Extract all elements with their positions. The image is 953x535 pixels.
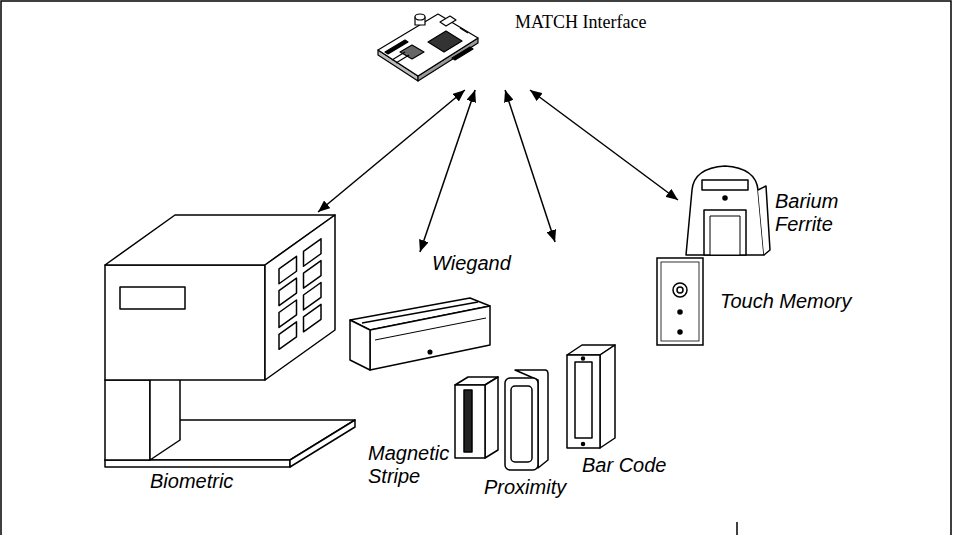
biometric-reader-icon [105, 215, 355, 467]
circuit-board-icon [378, 14, 478, 81]
device-label: Magnetic Stripe [368, 442, 456, 488]
reader-node: Touch Memory [652, 252, 862, 352]
reader-node: Bar Code [560, 342, 672, 484]
device-label: Touch Memory [720, 290, 852, 313]
reader-node: Proximity [480, 242, 575, 508]
reader-node: Magnetic Stripe [366, 372, 502, 500]
keypad-key [279, 322, 297, 349]
reader-node: Biometric [100, 212, 355, 502]
device-label: Proximity [484, 476, 566, 499]
connector-arrow [420, 90, 475, 252]
touch-memory-reader-icon [657, 258, 703, 345]
barium-ferrite-reader-icon [686, 166, 770, 255]
frame-tick [736, 522, 738, 535]
connector-arrow [530, 90, 678, 200]
device-label: Barium Ferrite [775, 190, 847, 236]
keypad-key [304, 304, 322, 331]
board-label: MATCH Interface [515, 12, 646, 33]
proximity-reader-icon [505, 370, 548, 470]
magnetic-stripe-reader-icon [455, 377, 498, 458]
reader-node: Barium Ferrite [678, 160, 851, 260]
reader-node: Wiegand [342, 252, 520, 372]
device-label: Biometric [150, 470, 233, 493]
bar-code-reader-icon [567, 345, 615, 448]
connector-arrow [505, 90, 555, 242]
wiegand-reader-icon [350, 298, 490, 370]
device-label: Bar Code [582, 454, 667, 477]
device-label: Wiegand [432, 252, 511, 275]
interface-board-node: MATCH Interface [365, 8, 665, 90]
connector-arrow [318, 90, 465, 212]
